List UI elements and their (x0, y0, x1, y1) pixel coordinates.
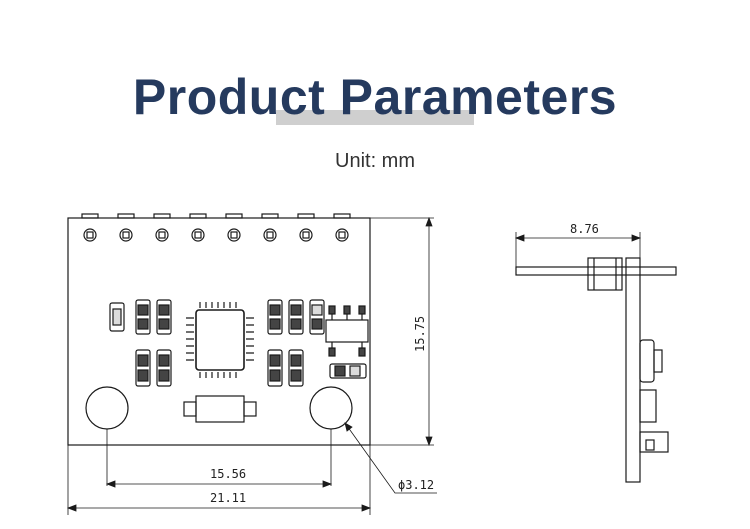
small-ic (325, 305, 369, 357)
side-view (515, 257, 677, 483)
dim-hole-spacing: 15.56 (210, 467, 246, 481)
side-header-block (587, 257, 623, 291)
title-wrap: Product Parameters (0, 62, 750, 132)
pin-tabs (81, 213, 351, 219)
side-dimension-lines (514, 232, 642, 267)
dim-side-length: 8.76 (570, 222, 599, 236)
mounting-hole-left (85, 386, 129, 430)
bottom-component (183, 395, 257, 423)
title-underline-bar (276, 110, 474, 125)
front-view (67, 213, 371, 446)
passives-lower (135, 349, 367, 387)
page-title: Product Parameters (132, 69, 618, 125)
side-board (625, 257, 641, 483)
dim-hole-diameter: ϕ3.12 (398, 478, 434, 492)
pin-pads (83, 228, 349, 242)
qfn-chip (186, 302, 254, 378)
dim-board-width: 21.11 (210, 491, 246, 505)
unit-label: Unit: mm (335, 150, 415, 172)
front-dimension-lines (66, 216, 437, 515)
side-pin (515, 266, 677, 276)
passives-upper (109, 299, 325, 335)
dim-board-height: 15.75 (413, 316, 427, 352)
board-outline (67, 217, 371, 446)
mounting-hole-right (309, 386, 353, 430)
